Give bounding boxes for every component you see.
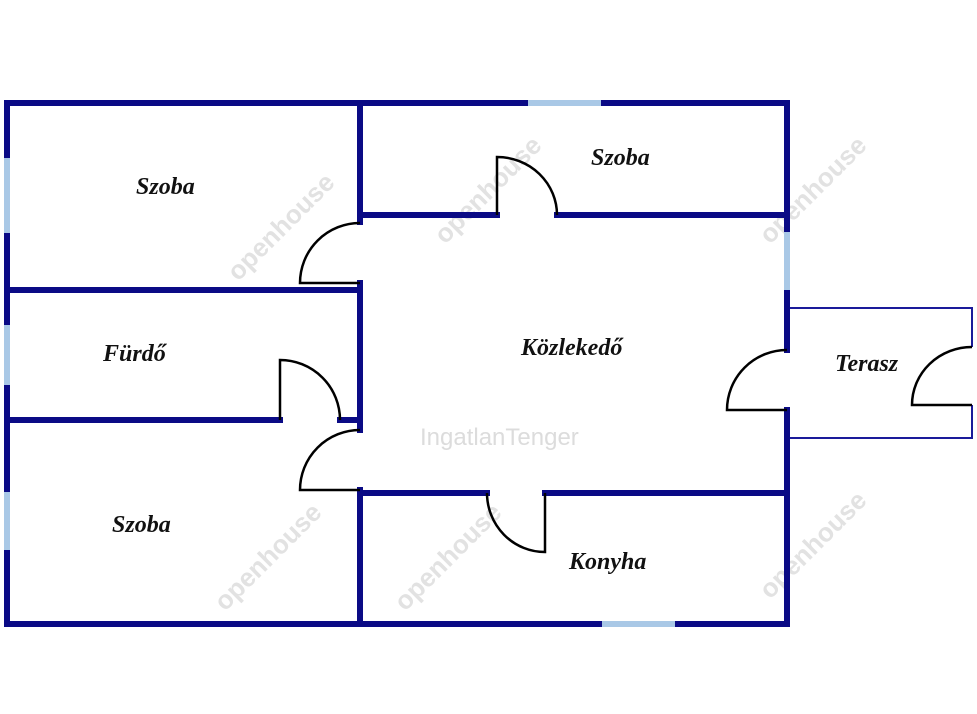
room-label-szoba-top-right: Szoba	[591, 145, 650, 171]
door-swing	[278, 358, 342, 421]
watermark-openhouse: openhouse	[428, 130, 547, 249]
room-label-szoba-top-left: Szoba	[136, 174, 195, 200]
watermark-openhouse: openhouse	[221, 167, 340, 286]
watermark-openhouse: openhouse	[208, 497, 327, 616]
room-labels: Szoba Szoba Fürdő Közlekedő Terasz Szoba…	[102, 145, 899, 575]
door-swing	[725, 348, 788, 412]
watermark-openhouse: openhouse	[753, 130, 872, 249]
door-swing	[298, 428, 361, 492]
room-label-konyha: Konyha	[568, 549, 646, 575]
room-label-furdo: Fürdő	[102, 341, 168, 367]
room-label-terasz: Terasz	[835, 351, 899, 377]
room-label-kozlekedo: Közlekedő	[520, 335, 624, 361]
watermarks: openhouse openhouse openhouse openhouse …	[208, 130, 872, 616]
door-swing	[495, 155, 559, 216]
watermark-openhouse: openhouse	[753, 485, 872, 604]
door-swing	[910, 345, 973, 407]
watermark-openhouse: openhouse	[388, 497, 507, 616]
windows	[4, 100, 790, 627]
door-swing	[485, 492, 547, 554]
room-label-szoba-bottom-left: Szoba	[112, 512, 171, 538]
watermark-ingatlantenger: IngatlanTenger	[420, 424, 579, 451]
terrace-outline	[787, 307, 973, 439]
doors	[278, 155, 973, 554]
door-swing	[298, 221, 361, 285]
interior-walls	[4, 100, 790, 627]
